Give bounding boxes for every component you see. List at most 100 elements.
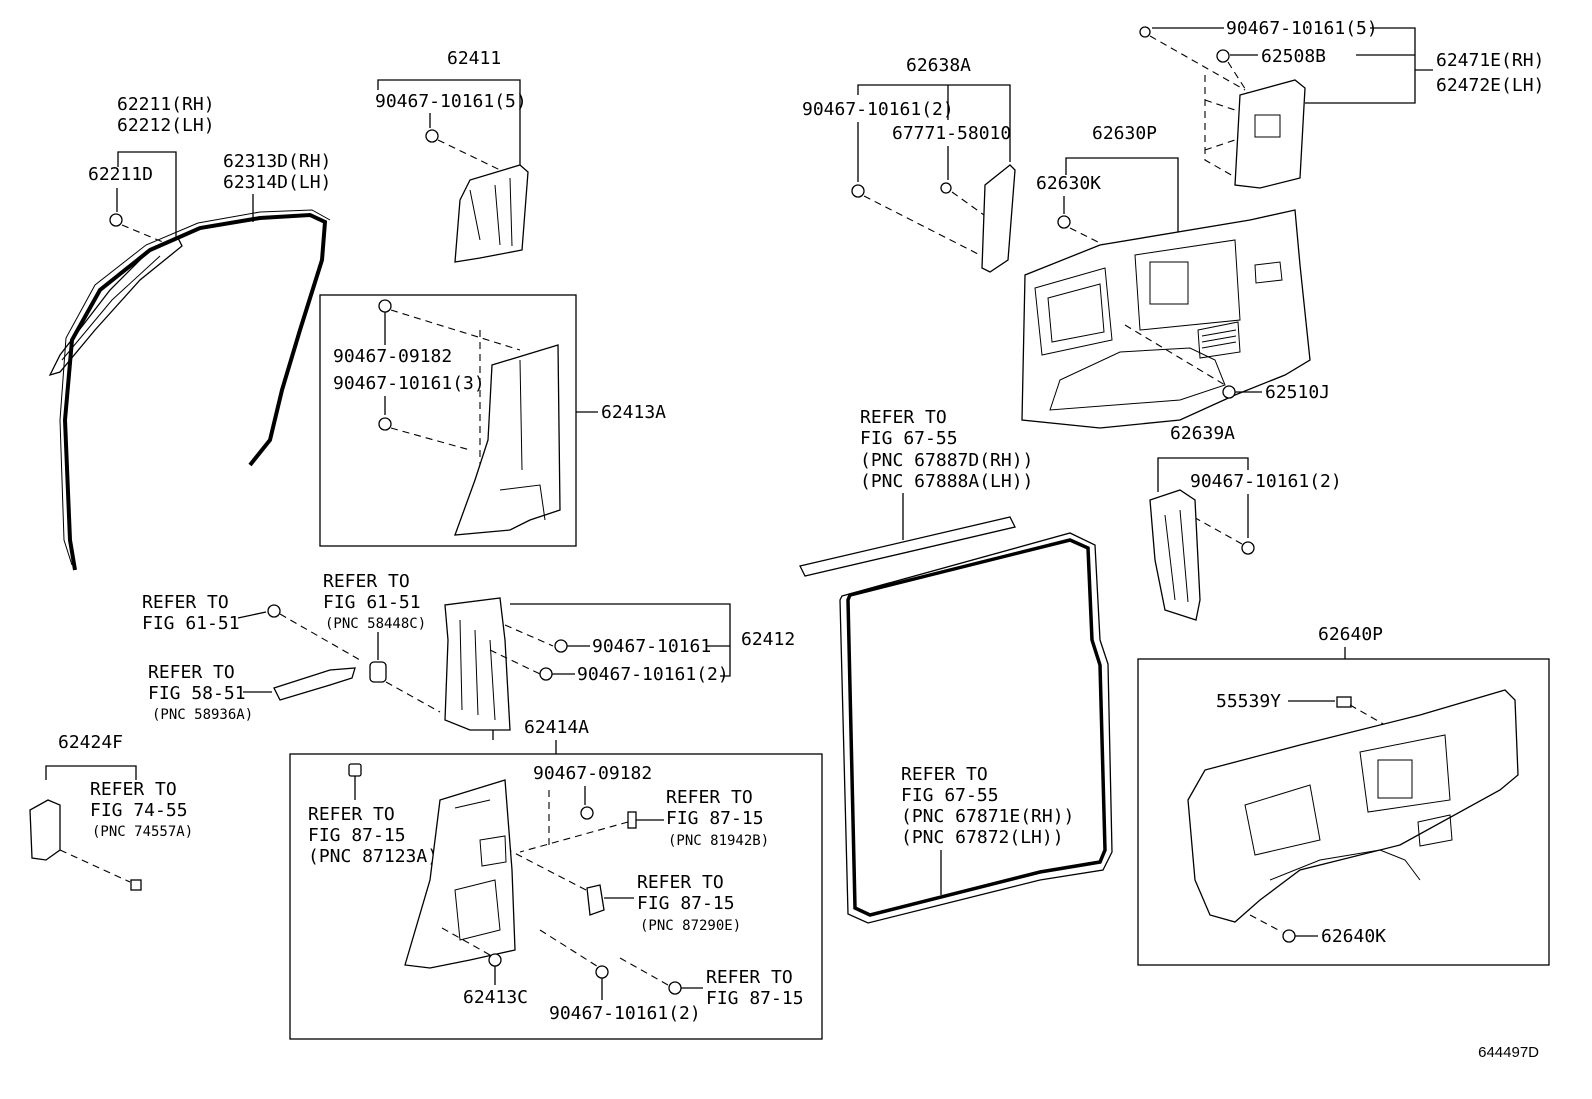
clip-icon xyxy=(668,981,682,995)
clip-label-62639a: 90467-10161(2) xyxy=(1190,471,1342,492)
clip-icon xyxy=(1282,929,1296,943)
assembly-line xyxy=(441,927,491,956)
pillar-trim-62471e-part xyxy=(1234,79,1306,189)
part-label-62314d-lh: 62314D(LH) xyxy=(223,172,331,193)
fig-ref-67-55: FIG 67-55 xyxy=(860,428,958,449)
part-label-62472e-lh: 62472E(LH) xyxy=(1436,75,1544,96)
a-pillar-garnish-group: 62211(RH) 62212(LH) 62211D 62313D(RH) 62… xyxy=(48,94,331,571)
trim-window-inner xyxy=(1149,261,1189,305)
assembly-line xyxy=(121,224,171,246)
part-label-62640p: 62640P xyxy=(1318,624,1383,645)
callout-box xyxy=(319,294,577,547)
pnc-87290e: (PNC 87290E) xyxy=(640,918,741,934)
clip-icon xyxy=(130,879,142,891)
assembly-line xyxy=(1124,324,1226,386)
clip-label-62471-top: 90467-10161(5) xyxy=(1226,18,1378,39)
assembly-line xyxy=(489,649,541,675)
assembly-line xyxy=(279,613,361,661)
quarter-trim-62630p-part xyxy=(1021,209,1311,429)
refer-to-text: REFER TO xyxy=(148,662,235,683)
part-62471e-group: 90467-10161(5) 62508B 62471E(RH) 62472E(… xyxy=(1139,18,1544,189)
weatherstrip-part xyxy=(62,212,328,571)
assembly-line xyxy=(390,427,471,451)
assembly-line xyxy=(1149,35,1246,91)
fig-ref-58-51: FIG 58-51 xyxy=(148,683,246,704)
diagram-id-caption: 644497D xyxy=(1478,1044,1539,1061)
clip-icon xyxy=(1336,696,1352,708)
belt-moulding-part xyxy=(799,516,1016,577)
clip-icon xyxy=(1241,541,1255,555)
clip-label-62413a-b: 90467-10161(3) xyxy=(333,373,485,394)
callout-box xyxy=(1137,658,1550,966)
assembly-line xyxy=(1204,75,1241,181)
clip-icon xyxy=(627,811,637,829)
weatherstrip-edge xyxy=(839,532,1113,924)
part-label-62424f: 62424F xyxy=(58,732,123,753)
part-label-62412: 62412 xyxy=(741,629,795,650)
a-pillar-garnish-part xyxy=(48,237,183,377)
wheel-house xyxy=(1269,849,1421,881)
part-label-55539y: 55539Y xyxy=(1216,691,1281,712)
assembly-line xyxy=(519,821,629,853)
pnc-58936a: (PNC 58936A) xyxy=(152,707,253,723)
clip-label-62638a-b: 67771-58010 xyxy=(892,123,1011,144)
clip-icon xyxy=(109,213,123,227)
part-label-62508b: 62508B xyxy=(1261,46,1326,67)
part-label-62413c: 62413C xyxy=(463,987,528,1008)
pnc-67872: (PNC 67872(LH)) xyxy=(901,827,1064,848)
cover-icon xyxy=(586,884,605,916)
fig-ref-61-51: FIG 61-51 xyxy=(142,613,240,634)
assembly-line xyxy=(437,139,501,171)
pnc-58448c: (PNC 58448C) xyxy=(325,616,426,632)
part-label-62212-lh: 62212(LH) xyxy=(117,115,215,136)
assembly-line xyxy=(1069,227,1119,253)
bracket-62424f-part xyxy=(29,799,61,861)
vent-grille xyxy=(1197,321,1241,359)
part-label-62211d: 62211D xyxy=(88,164,153,185)
trim-detail xyxy=(1164,509,1189,603)
trim-pocket-inner xyxy=(1047,283,1105,343)
clip-label-62411: 90467-10161(5) xyxy=(375,91,527,112)
clip-icon xyxy=(348,763,362,777)
pnc-67888a: (PNC 67888A(LH)) xyxy=(860,471,1033,492)
clip-icon xyxy=(851,184,865,198)
part-62414a-group: 62414A REFER TO FIG 87-15 (PNC 87123A) 9… xyxy=(289,717,823,1040)
pnc-81942b: (PNC 81942B) xyxy=(668,833,769,849)
trim-detail xyxy=(459,619,496,721)
refer-to-text: REFER TO xyxy=(706,967,793,988)
clip-icon xyxy=(1222,385,1236,399)
refer-to-text: REFER TO xyxy=(90,779,177,800)
clip-label-62413a-a: 90467-09182 xyxy=(333,346,452,367)
pnc-67887d: (PNC 67887D(RH)) xyxy=(860,450,1033,471)
part-label-62413a: 62413A xyxy=(601,402,666,423)
refer-to-text: REFER TO xyxy=(142,592,229,613)
handle-part xyxy=(273,667,356,701)
part-label-62640k: 62640K xyxy=(1321,926,1386,947)
pnc-87123a: (PNC 87123A) xyxy=(308,846,438,867)
leader-bracket xyxy=(1157,457,1249,492)
callout-box xyxy=(289,753,823,1040)
fig-ref-67-55: FIG 67-55 xyxy=(901,785,999,806)
refer-to-text: REFER TO xyxy=(666,787,753,808)
fig-ref-87-15: FIG 87-15 xyxy=(637,893,735,914)
part-62424f-group: 62424F REFER TO FIG 74-55 (PNC 74557A) xyxy=(29,732,193,891)
pillar-trim-62413a-part xyxy=(454,344,561,536)
door-opening-weatherstrip-part xyxy=(846,538,1107,917)
trim-window xyxy=(1134,239,1241,331)
assembly-line xyxy=(504,624,554,647)
assembly-line xyxy=(1249,914,1283,933)
part-62412-group: REFER TO FIG 61-51 REFER TO FIG 61-51 (P… xyxy=(142,571,795,740)
bolt-icon xyxy=(267,604,281,618)
assembly-line xyxy=(385,681,441,713)
clip-icon xyxy=(595,965,609,979)
trim-pocket xyxy=(1244,784,1321,856)
clip-icon xyxy=(425,129,439,143)
leader-bracket xyxy=(45,765,137,780)
pillar-trim-62411-part xyxy=(454,164,529,263)
assembly-line xyxy=(863,195,981,256)
fig-ref-61-51: FIG 61-51 xyxy=(323,592,421,613)
leader-bracket xyxy=(510,603,731,677)
leader-bracket xyxy=(1065,157,1179,232)
door-weatherstrip-group: REFER TO FIG 67-55 (PNC 67887D(RH)) (PNC… xyxy=(799,407,1113,924)
